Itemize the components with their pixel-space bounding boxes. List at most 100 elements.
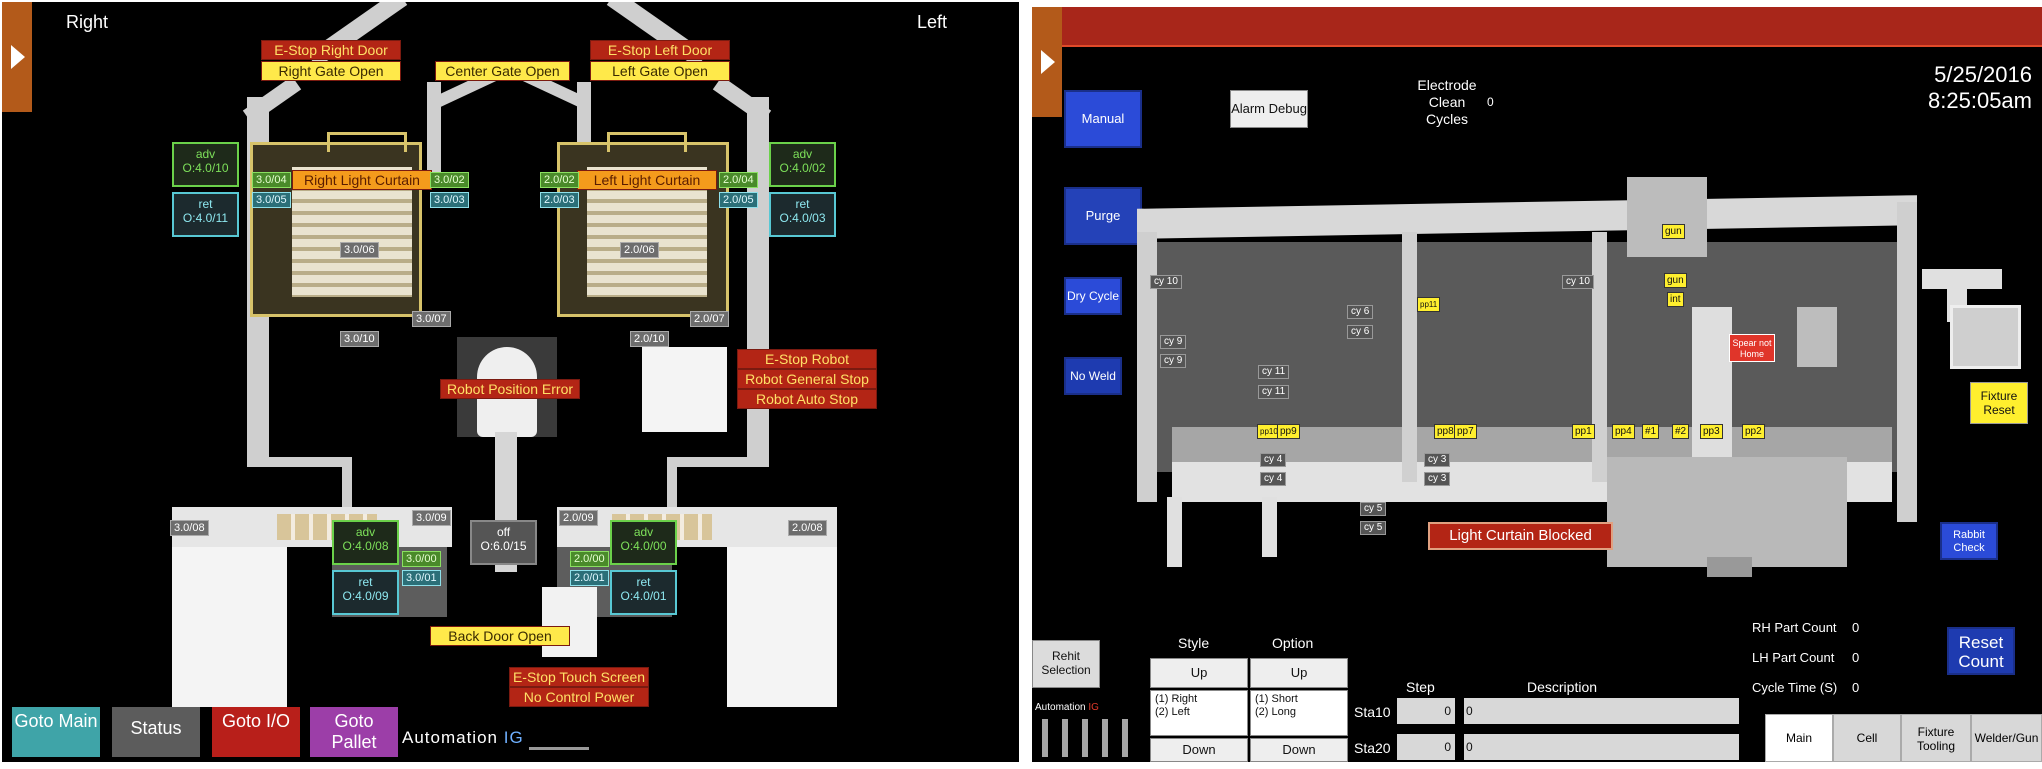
rh-part-count-label: RH Part Count	[1752, 620, 1837, 635]
machine-tag: cy 10	[1562, 275, 1594, 289]
alarm-left-gate-open: Left Gate Open	[590, 61, 730, 81]
machine-tag: int	[1667, 292, 1684, 307]
input-tag: 2.0/02	[540, 172, 579, 188]
machine-tag: pp3	[1700, 424, 1723, 439]
input-tag: 3.0/10	[340, 331, 379, 347]
option-down-button[interactable]: Down	[1250, 738, 1348, 762]
cycle-time-value: 0	[1852, 680, 1860, 695]
alarm-estop-left-door: E-Stop Left Door	[590, 40, 730, 60]
tab-fixture-tooling[interactable]: Fixture Tooling	[1901, 714, 1971, 762]
style-option-list[interactable]: (1) Right (2) Left	[1150, 690, 1248, 736]
alarm-estop-right-door: E-Stop Right Door	[261, 40, 401, 60]
machine-tag: cy 9	[1160, 335, 1187, 349]
date-display: 5/25/2016	[1934, 62, 2032, 87]
input-tag: 2.0/08	[788, 520, 827, 536]
fixture-reset-button[interactable]: Fixture Reset	[1970, 382, 2028, 424]
lh-part-count-label: LH Part Count	[1752, 650, 1835, 665]
status-button[interactable]: Status	[112, 707, 200, 757]
sta20-label: Sta20	[1354, 740, 1391, 756]
expand-arrow-icon[interactable]	[1032, 7, 1062, 117]
electrode-clean-cycles-label: Electrode Clean Cycles	[1417, 77, 1477, 127]
purge-button[interactable]: Purge	[1064, 187, 1142, 245]
rabbit-check-button[interactable]: Rabbit Check	[1940, 522, 1998, 560]
input-tag: 2.0/07	[690, 311, 729, 327]
rh-part-count-value: 0	[1852, 620, 1860, 635]
list-item[interactable]: (2) Left	[1155, 706, 1190, 718]
alarm-estop-touch-screen: E-Stop Touch Screen	[509, 667, 649, 687]
option-up-button[interactable]: Up	[1250, 658, 1348, 688]
input-tag: 3.0/03	[430, 192, 469, 208]
sta20-step-field: 0	[1397, 734, 1455, 760]
machine-tag: cy 9	[1160, 354, 1187, 368]
tab-welder-gun[interactable]: Welder/Gun	[1971, 714, 2042, 762]
machine-tag: cy 3	[1424, 453, 1451, 467]
light-curtain-blocked-alarm: Light Curtain Blocked	[1428, 522, 1613, 550]
alarm-robot-auto-stop: Robot Auto Stop	[737, 389, 877, 409]
input-tag: 3.0/06	[340, 242, 379, 258]
machine-tag: #1	[1642, 424, 1660, 439]
automation-ig-logo: Automation IG	[1035, 702, 1099, 713]
input-tag: 3.0/01	[402, 570, 441, 586]
machine-tag: pp1	[1572, 424, 1595, 439]
machine-tag: cy 11	[1258, 385, 1290, 399]
sta10-step-field: 0	[1397, 698, 1455, 724]
sta10-description-field: 0	[1464, 698, 1739, 724]
tab-cell[interactable]: Cell	[1833, 714, 1901, 762]
tab-main[interactable]: Main	[1765, 714, 1833, 762]
step-header: Step	[1406, 679, 1435, 695]
machine-tag: pp7	[1454, 424, 1477, 439]
alarm-robot-position-error: Robot Position Error	[440, 379, 580, 399]
style-header: Style	[1178, 635, 1210, 651]
machine-tag: cy 5	[1360, 521, 1387, 535]
input-tag: 2.0/10	[630, 331, 669, 347]
alarm-robot-general-stop: Robot General Stop	[737, 369, 877, 389]
manual-button[interactable]: Manual	[1064, 90, 1142, 148]
list-item[interactable]: (1) Short	[1255, 693, 1298, 705]
description-header: Description	[1527, 679, 1598, 695]
overview-panel: Right Left E-S	[2, 2, 1019, 762]
list-item[interactable]: (1) Right	[1155, 693, 1198, 705]
alarm-estop-robot: E-Stop Robot	[737, 349, 877, 369]
goto-main-button[interactable]: Goto Main	[12, 707, 100, 757]
expand-arrow-icon[interactable]	[2, 2, 32, 112]
spear-not-home-alarm: Spear not Home	[1729, 334, 1775, 362]
dry-cycle-button[interactable]: Dry Cycle	[1064, 277, 1122, 315]
machine-tag: pp2	[1742, 424, 1765, 439]
machine-tag: cy 6	[1347, 325, 1374, 339]
list-item[interactable]: (2) Long	[1255, 706, 1296, 718]
machine-tag: cy 4	[1260, 472, 1287, 486]
goto-pallet-button[interactable]: Goto Pallet	[310, 707, 398, 757]
machine-tag: pp9	[1277, 424, 1300, 439]
machine-tag: cy 4	[1260, 453, 1287, 467]
alarm-center-gate-open: Center Gate Open	[435, 61, 570, 81]
input-tag: 3.0/00	[402, 551, 441, 567]
style-up-button[interactable]: Up	[1150, 658, 1248, 688]
input-tag: 2.0/05	[719, 192, 758, 208]
alarm-left-light-curtain: Left Light Curtain	[577, 170, 717, 190]
rehit-selection-button[interactable]: Rehit Selection	[1032, 640, 1100, 688]
reset-count-button[interactable]: Reset Count	[1947, 627, 2015, 675]
alarm-debug-button[interactable]: Alarm Debug	[1230, 90, 1308, 128]
alarm-right-light-curtain: Right Light Curtain	[292, 170, 432, 190]
input-tag: 2.0/03	[540, 192, 579, 208]
robots-logo-graphic	[1042, 719, 1142, 757]
no-weld-button[interactable]: No Weld	[1064, 357, 1122, 395]
style-down-button[interactable]: Down	[1150, 738, 1248, 762]
automation-ig-logo: Automation IG	[402, 727, 590, 750]
option-header: Option	[1272, 635, 1314, 651]
input-tag: 2.0/06	[620, 242, 659, 258]
label-left: Left	[917, 12, 948, 32]
option-option-list[interactable]: (1) Short (2) Long	[1250, 690, 1348, 736]
machine-tag: gun	[1662, 224, 1685, 239]
input-tag: 3.0/02	[430, 172, 469, 188]
goto-io-button[interactable]: Goto I/O	[212, 707, 300, 757]
